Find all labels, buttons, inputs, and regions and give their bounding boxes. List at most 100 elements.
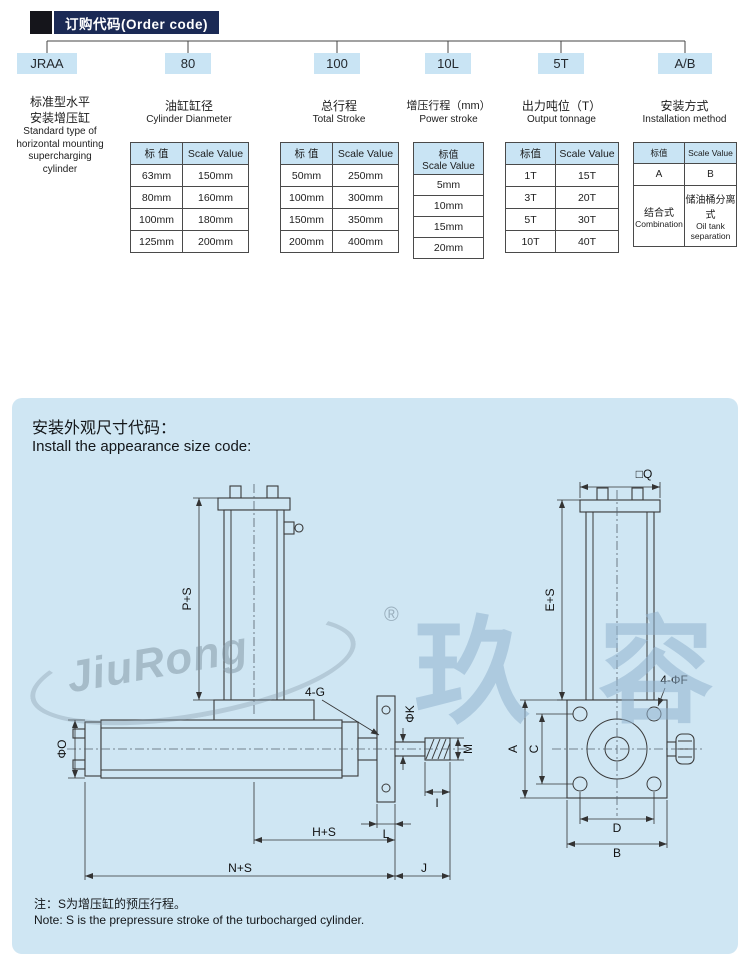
cell: 200mm (280, 230, 333, 253)
column-header: 标值 (633, 142, 685, 164)
panel-title-en: Install the appearance size code: (32, 438, 252, 455)
cell: 结合式 Combination (633, 185, 685, 247)
cell: 350mm (332, 208, 399, 231)
cell: 15mm (413, 216, 484, 238)
cell: 40T (555, 230, 619, 253)
cell-en: Oil tank separation (690, 221, 731, 241)
code-segment-install: A/B (658, 53, 712, 74)
desc-line: supercharging (28, 151, 92, 162)
label-cn: 总行程 (320, 99, 357, 113)
table-row: 20mm (413, 237, 484, 259)
panel-title-cn: 安装外观尺寸代码： (32, 420, 177, 437)
cell: 400mm (332, 230, 399, 253)
install-table: 标值 Scale Value A B 结合式 Combination 储油桶分离… (633, 142, 737, 247)
cell: 10mm (413, 195, 484, 217)
code-segment-model: JRAA (17, 53, 77, 74)
desc-line: Standard type of (23, 126, 97, 137)
cell: 250mm (332, 164, 399, 187)
cell: 储油桶分离式 Oil tank separation (684, 185, 737, 247)
code-segment-power-stroke: 10L (425, 53, 471, 74)
cell: 50mm (280, 164, 333, 187)
cell: 100mm (280, 186, 333, 209)
dim-label-es: E+S (543, 588, 557, 611)
column-header: 标 值 (280, 142, 333, 165)
cell: 5T (505, 208, 556, 231)
column-header: 标值 (505, 142, 556, 165)
note-en: Note: S is the prepressure stroke of the… (34, 913, 365, 927)
cell: 10T (505, 230, 556, 253)
label-cn: 油缸缸径 (164, 99, 213, 113)
stroke-label: 总行程 Total Stroke (280, 98, 398, 127)
install-label: 安装方式 Installation method (625, 98, 744, 127)
column-header: 标值 Scale Value (413, 142, 484, 175)
cell: 20mm (413, 237, 484, 259)
label-en: Power stroke (419, 114, 478, 125)
label-en: Cylinder Dianmeter (146, 114, 232, 125)
label-en: Installation method (642, 114, 727, 125)
dim-label-b: B (613, 846, 621, 860)
cell-cn: 储油桶分离式 (685, 195, 736, 221)
cell: 15T (555, 164, 619, 187)
code-segment-tonnage: 5T (538, 53, 584, 74)
code-segment-stroke: 100 (314, 53, 360, 74)
table-row: 标 值 Scale Value (280, 142, 399, 165)
label-en: Total Stroke (312, 114, 366, 125)
page-title: 订购代码(Order code) (54, 11, 220, 34)
header-line: 标值 (438, 149, 459, 161)
header-line: Scale Value (422, 160, 475, 172)
table-row: A B (633, 163, 737, 186)
dim-label-hs: H+S (312, 825, 336, 839)
cell: 150mm (280, 208, 333, 231)
dim-label-l: L (383, 827, 390, 841)
cell: 5mm (413, 174, 484, 196)
table-row: 标 值 Scale Value (130, 142, 249, 165)
column-header: Scale Value (555, 142, 619, 165)
dim-label-phi-o: ΦO (55, 740, 69, 759)
cell: 300mm (332, 186, 399, 209)
desc-line: horizontal mounting (16, 138, 104, 150)
dim-label-ps: P+S (180, 587, 194, 610)
cell: 125mm (130, 230, 183, 253)
dim-label-a: A (506, 745, 520, 753)
table-row: 标值 Scale Value (505, 142, 619, 165)
desc-line: 标准型水平 (29, 95, 90, 109)
column-header: 标 值 (130, 142, 183, 165)
cell: 30T (555, 208, 619, 231)
column-header: Scale Value (332, 142, 399, 165)
dim-label-m: M (461, 744, 475, 754)
cell: 150mm (182, 164, 249, 187)
right-drawing-front-view: □Q 4-ΦF E+S A C D B (506, 467, 702, 860)
label-cn: 增压行程（mm） (406, 100, 491, 112)
cell: A (633, 163, 685, 186)
cell: 80mm (130, 186, 183, 209)
dim-label-4g: 4-G (305, 685, 325, 699)
dimension-drawings: ΦO P+S 4-G ΦK M I L H+S N+S J (55, 467, 702, 880)
cell: 160mm (182, 186, 249, 209)
header-square-icon (30, 11, 52, 34)
table-row: 5mm (413, 174, 484, 196)
note-cn: 注：S为增压缸的预压行程。 (34, 897, 187, 911)
cell: B (684, 163, 737, 186)
column-header: Scale Value (182, 142, 249, 165)
cell: 20T (555, 186, 619, 209)
power-stroke-table: 标值 Scale Value 5mm 10mm 15mm 20mm (413, 142, 484, 259)
table-row: 标值 Scale Value (413, 142, 484, 175)
table-row: 10mm (413, 195, 484, 217)
bore-label: 油缸缸径 Cylinder Dianmeter (130, 98, 248, 127)
table-row: 15mm (413, 216, 484, 238)
